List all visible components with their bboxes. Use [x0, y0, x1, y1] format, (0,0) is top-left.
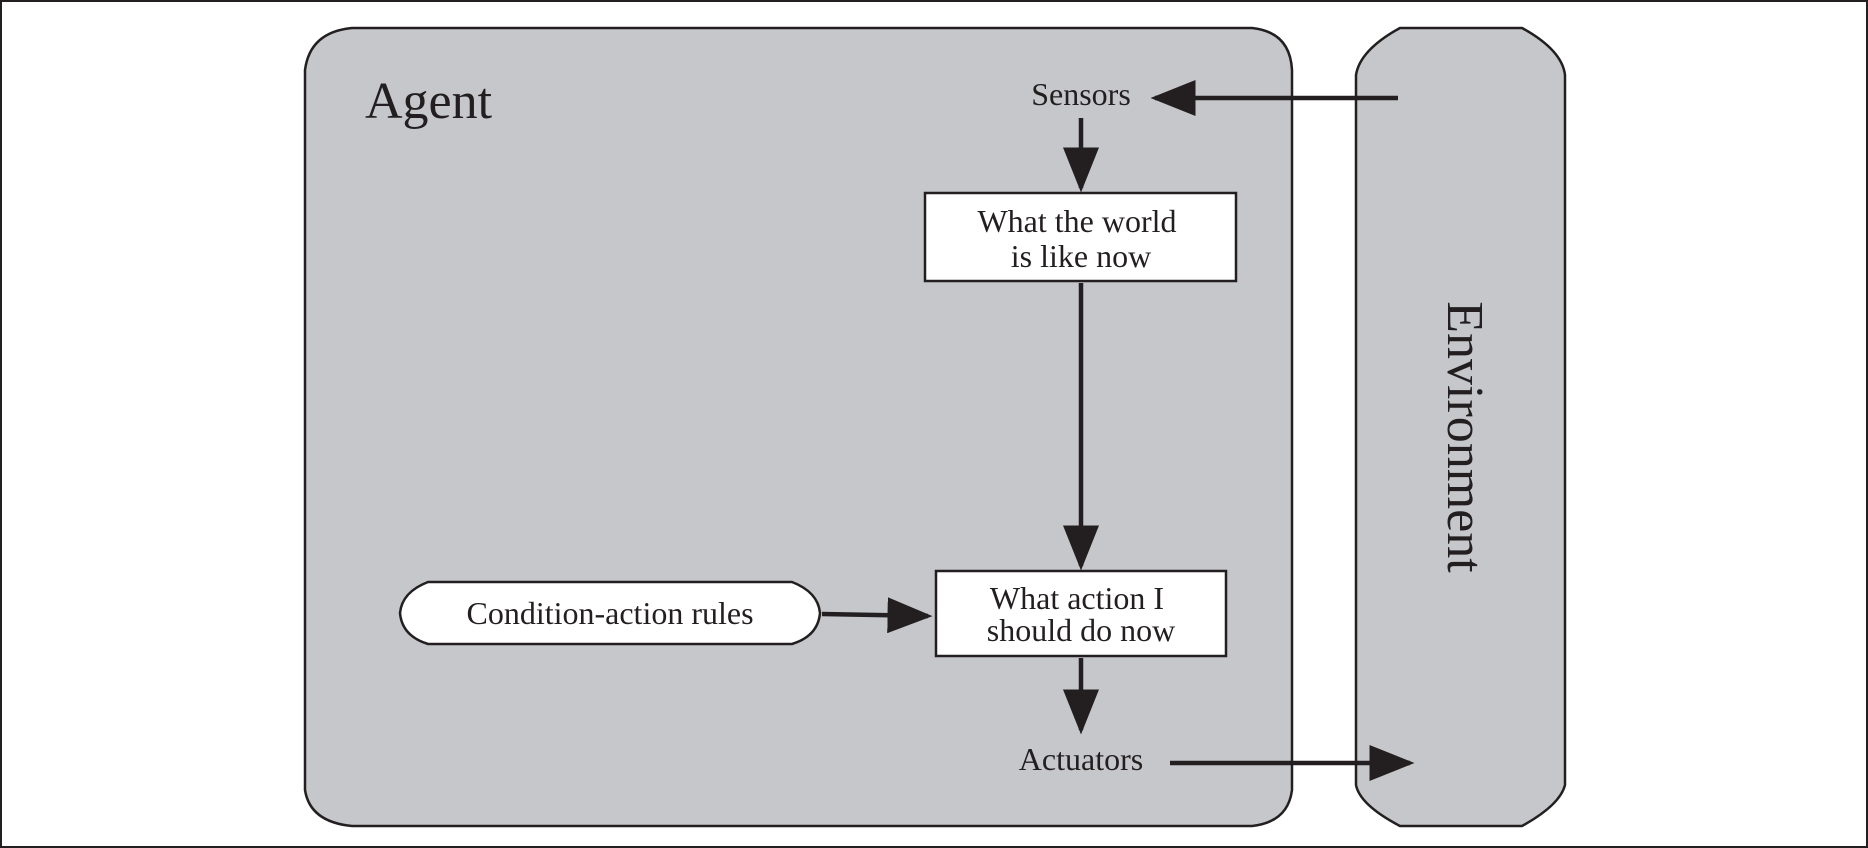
rules-to-action-arrow: [821, 597, 933, 634]
action-choice-label: What action I should do now: [987, 580, 1175, 648]
sensors-label: Sensors: [1031, 76, 1131, 112]
environment-title: Environment: [1436, 301, 1493, 573]
world-state-line2: is like now: [1011, 238, 1151, 274]
rules-box: [398, 580, 822, 646]
world-state-label: What the world is like now: [977, 203, 1184, 274]
actuators-label: Actuators: [1019, 741, 1143, 777]
agent-panel: [303, 26, 1294, 828]
rules-label: Condition-action rules: [466, 595, 753, 631]
agent-title: Agent: [365, 73, 493, 130]
action-choice-line2: should do now: [987, 612, 1175, 648]
action-choice-box: [934, 569, 1228, 658]
environment-panel: [1354, 26, 1567, 828]
world-state-box: [923, 191, 1238, 283]
world-state-line1: What the world: [977, 203, 1176, 239]
action-choice-line1: What action I: [990, 580, 1164, 616]
